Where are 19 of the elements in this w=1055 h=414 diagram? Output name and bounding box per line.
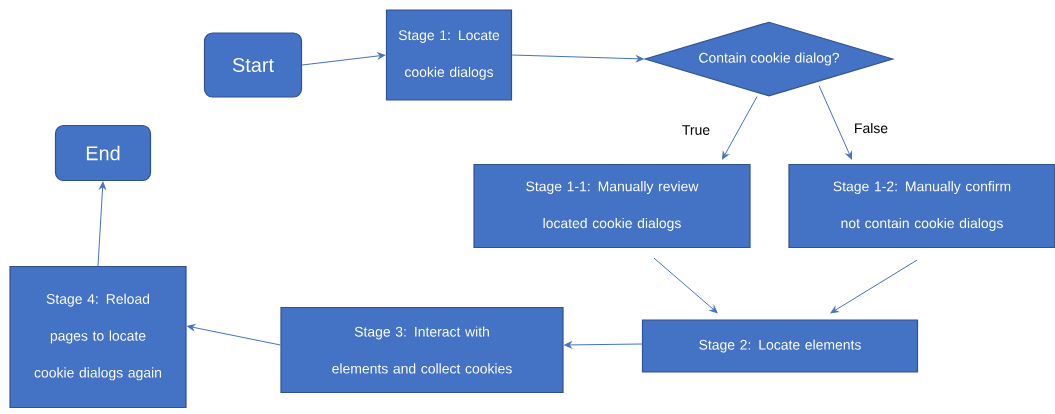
arrow xyxy=(564,341,643,349)
arrow xyxy=(653,257,718,314)
arrow xyxy=(830,259,918,314)
process-box: Stage 4: Reload pages to locate cookie dialogs again xyxy=(9,265,187,409)
arrow xyxy=(97,181,106,267)
arrow xyxy=(511,54,644,63)
process-box: Stage 3: Interact with elements and collect cookies xyxy=(280,306,564,394)
edge-label: True xyxy=(680,124,712,136)
process-box: Stage 2: Locate elements xyxy=(641,319,919,373)
process-box: Stage 1-1: Manually review located cookie dialogs xyxy=(473,163,751,249)
arrow xyxy=(722,96,758,160)
terminal-box: End xyxy=(54,124,152,182)
terminal-box: Start xyxy=(203,32,303,98)
arrow xyxy=(301,52,386,66)
edge-label: False xyxy=(852,121,890,135)
process-box: Stage 1-2: Manually confirm not contain cookie dialogs xyxy=(788,163,1055,249)
arrow xyxy=(187,324,281,346)
process-box: Stage 1: Locate cookie dialogs xyxy=(385,9,513,101)
arrow xyxy=(818,85,852,160)
